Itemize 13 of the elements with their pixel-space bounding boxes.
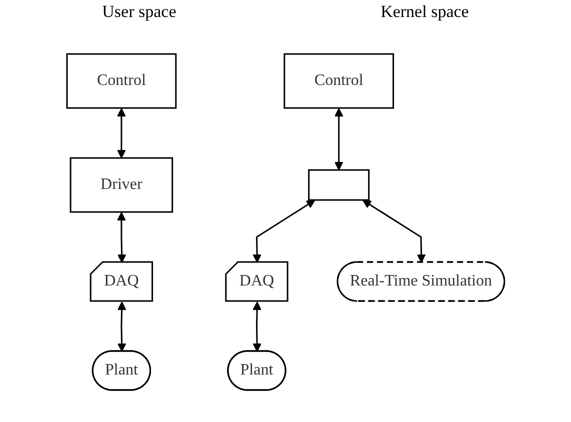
arrow [252, 200, 316, 263]
arrow [252, 302, 262, 352]
region-label: Kernel space [380, 2, 469, 22]
region-label: User space [102, 2, 176, 22]
node-box: Control [283, 53, 394, 109]
node-box [308, 169, 370, 201]
arrow [116, 212, 126, 263]
node-box: Driver [70, 157, 173, 213]
arrow [334, 108, 344, 170]
arrow [362, 200, 426, 263]
node-box: Control [66, 53, 176, 109]
arrow [116, 108, 126, 158]
arrow [117, 302, 126, 352]
